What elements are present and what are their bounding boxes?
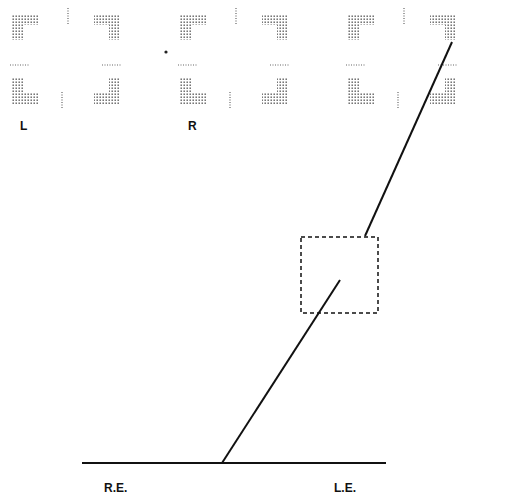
tick-mark (346, 64, 366, 65)
corner-block (430, 14, 456, 40)
corner-block (180, 14, 206, 40)
figure-label: R (188, 120, 197, 132)
sight-line (222, 280, 340, 463)
tick-mark (61, 92, 62, 108)
base-line (82, 462, 386, 464)
corner-block (12, 78, 38, 104)
tick-mark (403, 8, 404, 24)
corner-block (262, 78, 288, 104)
dashed-square (301, 237, 378, 313)
tick-mark (67, 8, 68, 24)
figure-label: L (20, 120, 27, 132)
stereo-panel (346, 8, 458, 108)
tick-mark (270, 64, 290, 65)
figure-label: L.E. (334, 482, 356, 494)
sight-line (365, 42, 452, 236)
tick-mark (229, 92, 230, 108)
stereo-panel (178, 8, 290, 108)
stereo-panels (10, 8, 458, 108)
figure-label: R.E. (104, 482, 127, 494)
corner-block (94, 78, 120, 104)
tick-mark (10, 64, 30, 65)
stereo-panel (10, 8, 122, 108)
corner-block (94, 14, 120, 40)
corner-block (348, 78, 374, 104)
tick-mark (178, 64, 198, 65)
corner-block (180, 78, 206, 104)
corner-block (348, 14, 374, 40)
tick-mark (235, 8, 236, 24)
tick-mark (397, 92, 398, 108)
corner-block (262, 14, 288, 40)
tick-mark (102, 64, 122, 65)
corner-block (12, 14, 38, 40)
fixation-dot (164, 50, 167, 53)
